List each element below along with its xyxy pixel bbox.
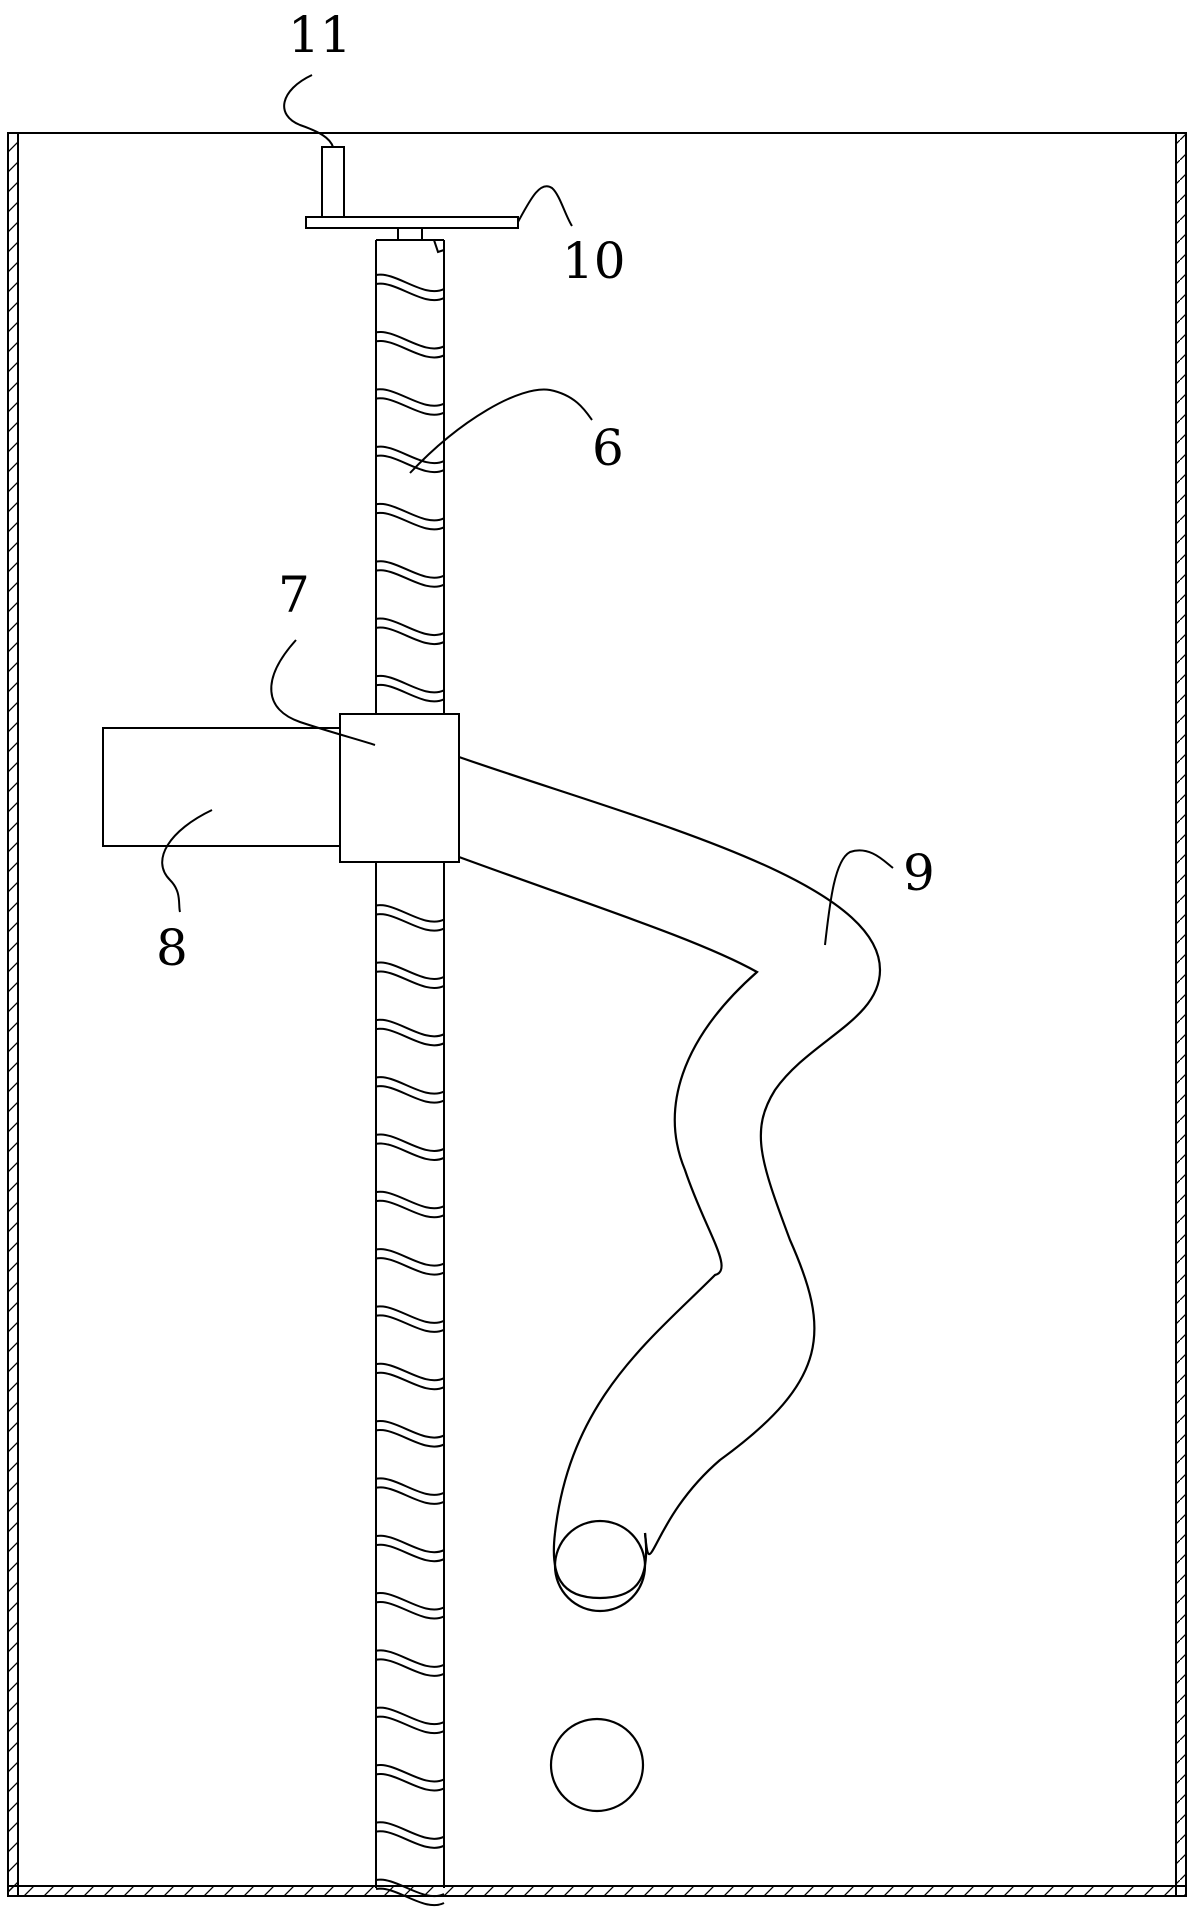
screw-thread-line <box>375 388 445 407</box>
plate <box>305 216 519 229</box>
screw-thread-line <box>375 1085 445 1104</box>
bottom-wall <box>7 1885 1187 1897</box>
pipe-outlet-inner <box>552 1532 648 1600</box>
screw-thread-line <box>375 1658 445 1677</box>
screw-thread-line <box>375 1190 445 1210</box>
screw-thread-line <box>375 913 445 932</box>
screw-thread-line <box>375 273 445 292</box>
pipe-opening <box>549 1717 645 1813</box>
screw-thread-line <box>375 1764 445 1783</box>
leader-lines <box>161 74 894 946</box>
screw-thread-line <box>375 1592 445 1611</box>
leader-9 <box>824 849 894 946</box>
screw-thread-line <box>375 1543 445 1563</box>
screw-thread-line <box>375 1830 445 1849</box>
screw-thread-line <box>375 1257 445 1276</box>
screw-thread-line <box>375 617 445 636</box>
screw-thread-line <box>375 904 445 923</box>
screw-thread-line <box>375 331 445 350</box>
leader-11 <box>283 74 334 148</box>
reference-labels: 11 10 6 7 8 9 <box>156 6 935 977</box>
slider-block <box>339 713 460 863</box>
screw-threads <box>375 273 445 1906</box>
screw-thread-line <box>375 502 445 522</box>
screw-thread-line <box>375 683 445 703</box>
leader-6 <box>409 388 593 474</box>
screw-thread-line <box>375 445 445 464</box>
screw-thread-line <box>375 1773 445 1792</box>
screw-thread-line <box>375 674 445 694</box>
screw-thread-line <box>375 1248 445 1267</box>
screw-thread-line <box>375 1534 445 1554</box>
screw-thread-line <box>375 511 445 531</box>
label-7: 7 <box>278 566 310 624</box>
screw-thread-line <box>375 1199 445 1219</box>
container <box>7 132 1187 1897</box>
right-wall <box>1175 132 1187 1897</box>
screw-thread-line <box>375 1706 445 1726</box>
slider <box>102 713 460 863</box>
screw-thread-line <box>375 961 445 980</box>
screw-thread-line <box>375 1305 445 1324</box>
screw-thread-line <box>375 1715 445 1735</box>
screw-thread-line <box>375 1018 445 1038</box>
screw-thread-line <box>375 1076 445 1095</box>
left-wall <box>7 132 19 1897</box>
pipe-upper-edge <box>458 755 882 1556</box>
bent-pipe <box>458 755 882 1813</box>
screw-thread-line <box>375 1486 445 1505</box>
label-11: 11 <box>288 6 352 64</box>
screw-thread-line <box>375 1371 445 1391</box>
label-8: 8 <box>156 919 188 977</box>
top-plate <box>305 146 519 241</box>
screw-thread-line <box>375 1362 445 1382</box>
coupling <box>397 227 423 241</box>
label-10: 10 <box>562 232 626 290</box>
screw-thread-line <box>375 340 445 359</box>
screw-thread-line <box>375 560 445 579</box>
screw-thread-line <box>375 1027 445 1047</box>
screw-thread-line <box>375 1477 445 1496</box>
leader-7 <box>270 639 376 746</box>
side-arm <box>102 727 340 847</box>
screw-thread-line <box>375 970 445 989</box>
screw-thread-line <box>375 1601 445 1620</box>
screw-thread-line <box>375 1429 445 1448</box>
pipe-lower-edge <box>458 855 759 1534</box>
handle-post <box>321 146 345 218</box>
screw-thread-line <box>375 626 445 645</box>
label-9: 9 <box>903 844 935 902</box>
screw-thread-line <box>375 1142 445 1161</box>
screw-thread-line <box>375 1133 445 1152</box>
screw-thread-line <box>375 454 445 473</box>
screw-thread-line <box>375 282 445 301</box>
leader-8 <box>161 809 213 913</box>
screw-rod <box>375 239 445 1906</box>
screw-thread-line <box>375 397 445 416</box>
screw-thread-line <box>375 1649 445 1668</box>
screw-thread-line <box>375 1314 445 1333</box>
screw-thread-line <box>375 569 445 588</box>
screw-thread-line <box>375 1420 445 1439</box>
screw-thread-line <box>375 1878 445 1897</box>
screw-thread-line <box>375 1821 445 1840</box>
label-6: 6 <box>592 419 624 477</box>
screw-thread-line <box>375 1887 445 1906</box>
leader-10 <box>517 185 573 227</box>
